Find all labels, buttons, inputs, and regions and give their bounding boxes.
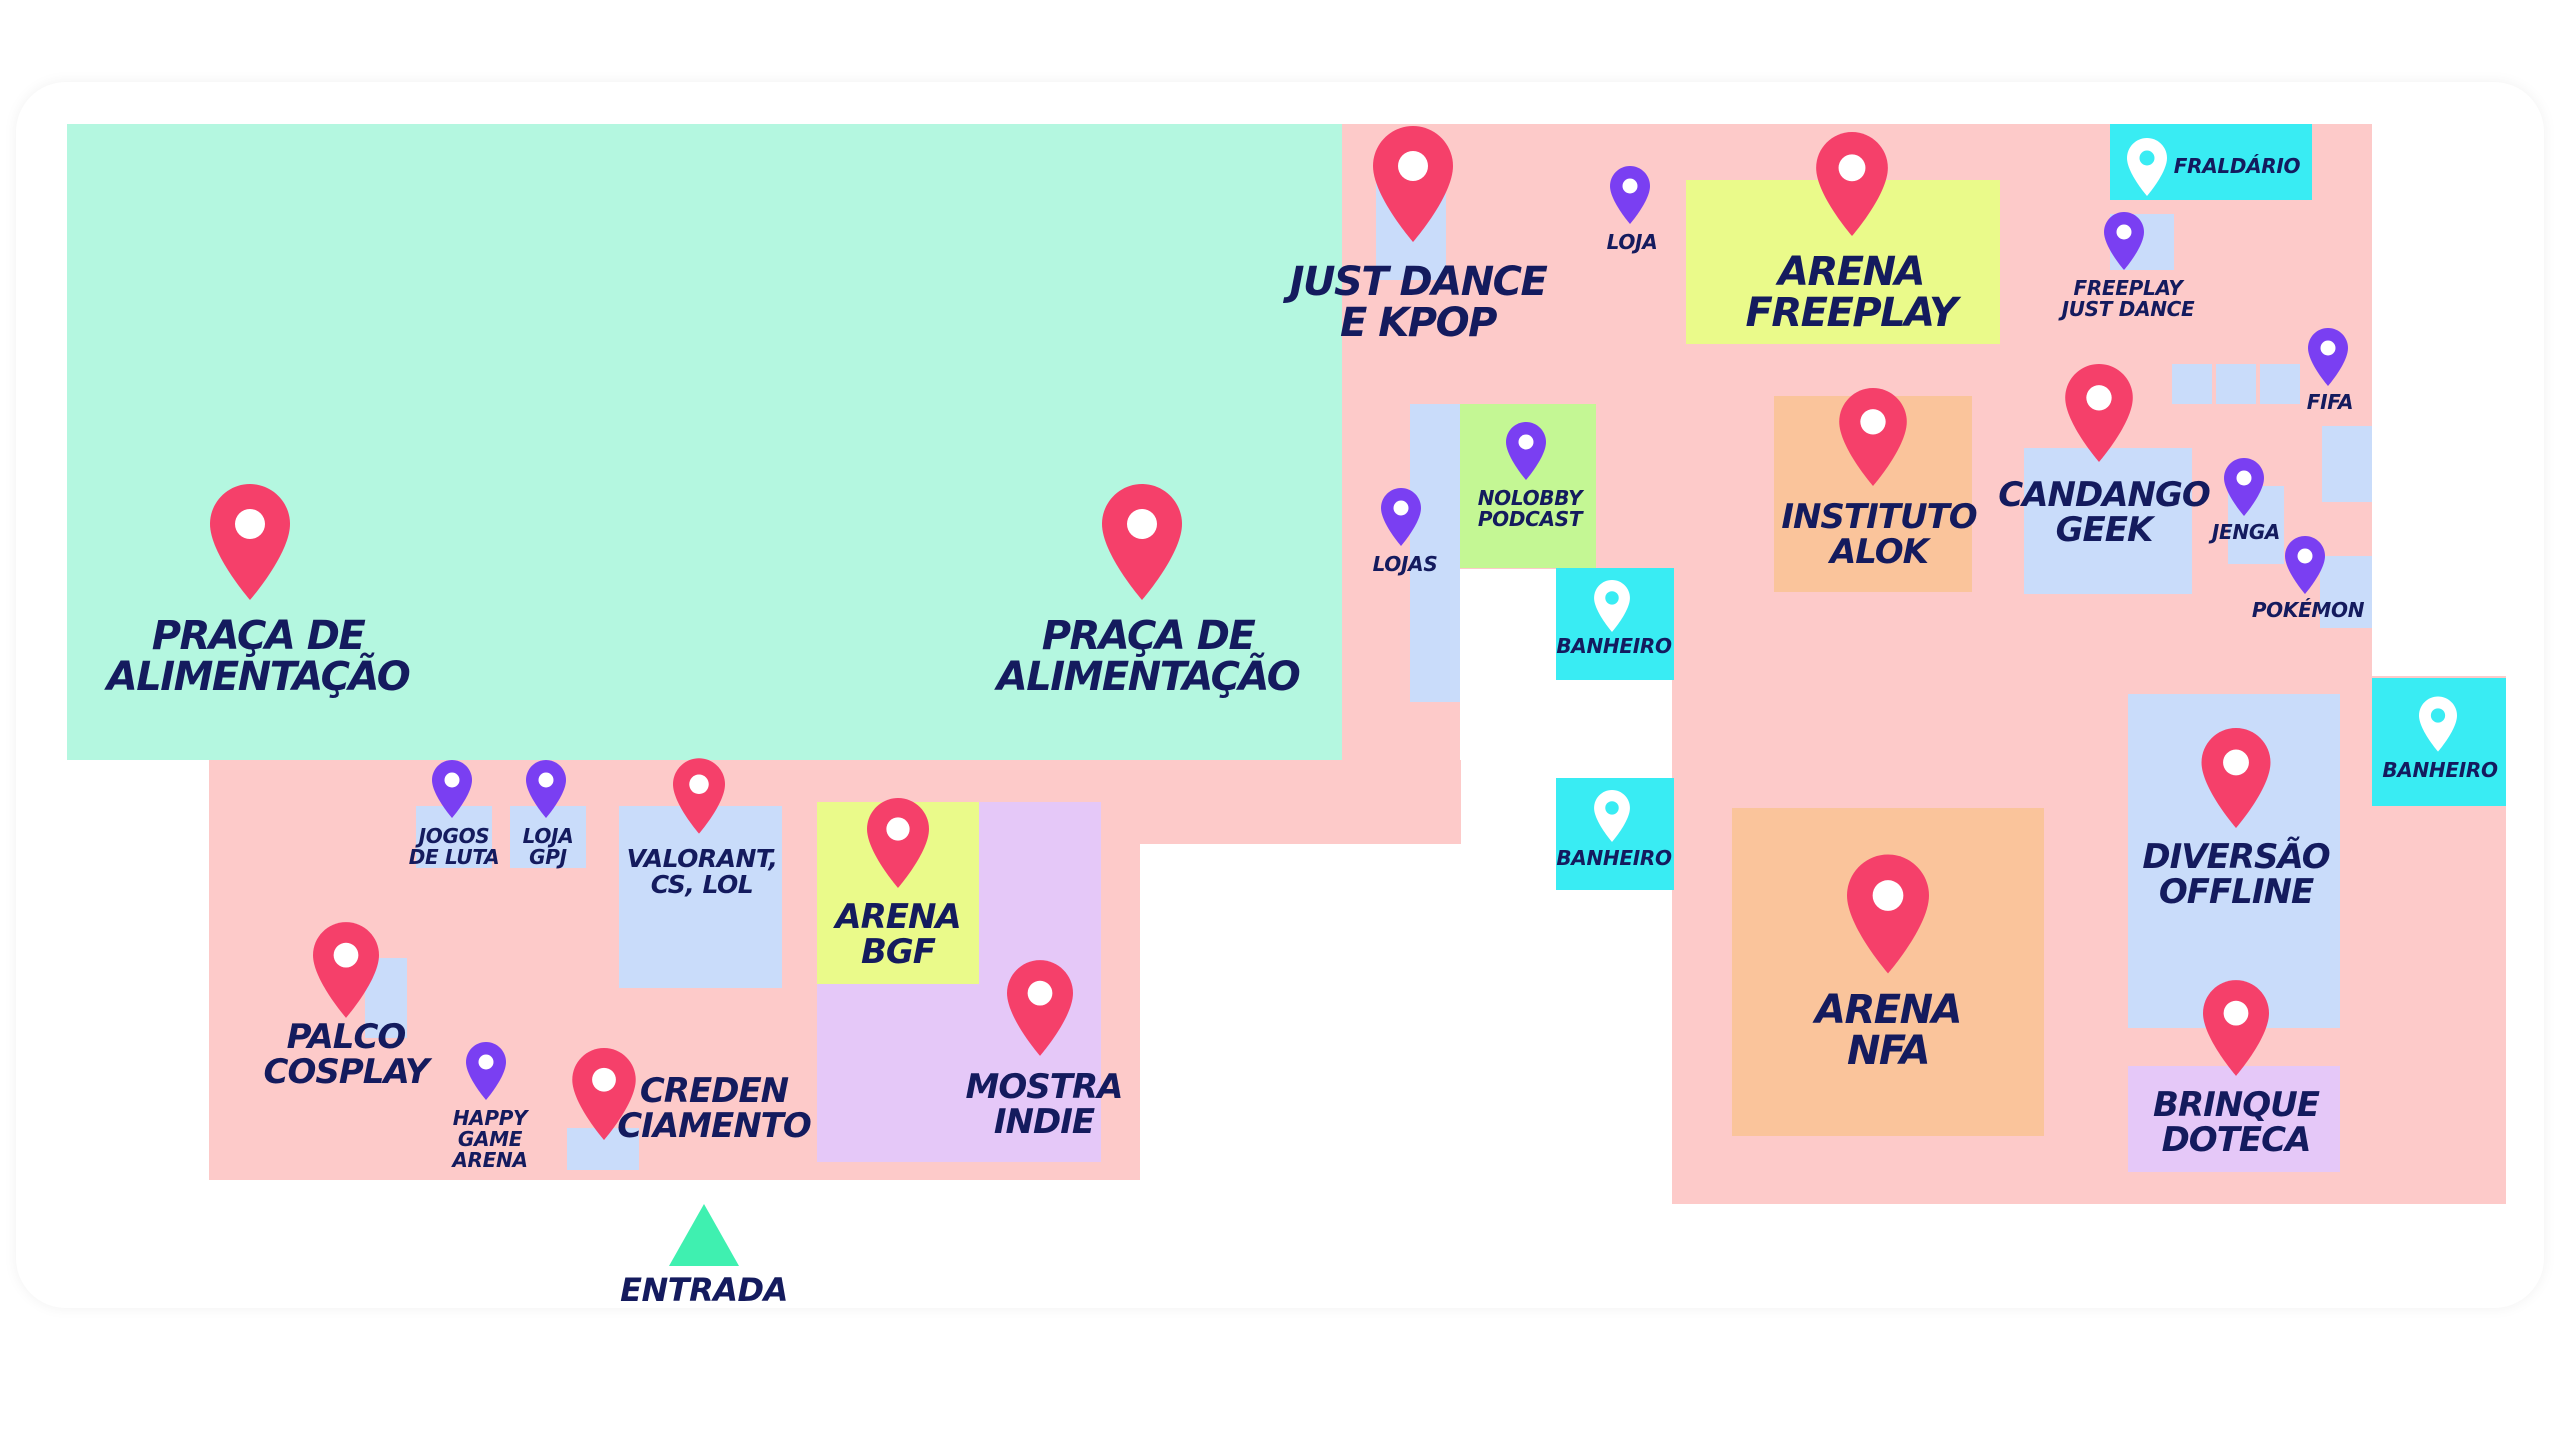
label-arena-bgf: ARENA BGF (835, 897, 961, 972)
map-pin-arena-freeplay[interactable] (1816, 132, 1888, 236)
entrance-arrow-icon (669, 1204, 739, 1266)
label-pokemon: POKÉMON (2251, 598, 2365, 622)
label-banheiro-3: BANHEIRO (2382, 758, 2498, 782)
booth-small (2216, 364, 2256, 404)
map-pin-instituto-alok[interactable] (1839, 388, 1907, 486)
map-pin-lojas[interactable] (1381, 488, 1421, 546)
label-valorant: VALORANT, CS, LOL (626, 844, 778, 899)
map-pin-justdance[interactable] (1373, 126, 1453, 242)
map-pin-arena-bgf[interactable] (867, 798, 929, 888)
map-pin-nolobby[interactable] (1506, 422, 1546, 480)
booth-small (2260, 364, 2300, 404)
map-pin-pokemon[interactable] (2285, 536, 2325, 594)
area-brinquedoteca (2128, 1066, 2340, 1172)
area-candango-geek (2024, 448, 2192, 594)
map-pin-banheiro-3[interactable] (2419, 696, 2457, 752)
map-pin-banheiro-2[interactable] (1594, 790, 1630, 842)
label-arena-nfa: ARENA NFA (1814, 987, 1963, 1074)
map-pin-jenga[interactable] (2224, 458, 2264, 516)
map-pin-arena-nfa[interactable] (1847, 854, 1929, 974)
map-pin-praca-1[interactable] (210, 484, 290, 600)
label-palco-cosplay: PALCO COSPLAY (263, 1017, 430, 1092)
label-mostra-indie: MOSTRA INDIE (965, 1067, 1124, 1142)
label-happy-game: HAPPY GAME ARENA (452, 1106, 528, 1172)
map-pin-fifa[interactable] (2308, 328, 2348, 386)
label-lojas: LOJAS (1372, 552, 1438, 576)
map-pin-happy-game[interactable] (466, 1042, 506, 1100)
label-justdance: JUST DANCE E KPOP (1289, 259, 1548, 346)
label-banheiro-1: BANHEIRO (1556, 634, 1672, 658)
map-pin-palco-cosplay[interactable] (313, 922, 379, 1018)
venue-floor-mid (1140, 760, 1461, 844)
food-court-area (67, 124, 1342, 760)
map-pin-diversao[interactable] (2201, 728, 2271, 828)
label-banheiro-2: BANHEIRO (1556, 846, 1672, 870)
map-pin-freeplay-jd[interactable] (2104, 212, 2144, 270)
booth-pokemon (2320, 556, 2372, 628)
map-pin-valorant[interactable] (673, 758, 725, 834)
map-pin-jogos-luta[interactable] (432, 760, 472, 818)
label-diversao: DIVERSÃO OFFLINE (2142, 837, 2330, 912)
booth-lojas (1410, 404, 1460, 702)
label-fifa: FIFA (2306, 390, 2354, 414)
map-pin-candango[interactable] (2065, 364, 2133, 462)
booth-jogos-luta (416, 806, 492, 868)
label-brinquedoteca: BRINQUE DOTECA (2153, 1085, 2320, 1160)
map-pin-loja[interactable] (1610, 166, 1650, 224)
booth-small (2172, 364, 2212, 404)
label-entrada: ENTRADA (620, 1271, 788, 1309)
booth-loja-gpj (510, 806, 586, 868)
label-jogos-luta: JOGOS DE LUTA (408, 824, 500, 869)
label-fraldario: FRALDÁRIO (2173, 154, 2301, 178)
map-pin-fraldario[interactable] (2127, 138, 2167, 196)
label-loja: LOJA (1606, 230, 1658, 254)
label-jenga: JENGA (2211, 520, 2281, 544)
booth-fifa-side (2322, 426, 2372, 502)
map-pin-banheiro-1[interactable] (1594, 580, 1630, 632)
label-candango: CANDANGO GEEK (1998, 475, 2211, 550)
label-arena-freeplay: ARENA FREEPLAY (1745, 249, 1958, 336)
map-pin-brinquedoteca[interactable] (2203, 980, 2269, 1076)
label-instituto-alok: INSTITUTO ALOK (1781, 497, 1977, 572)
label-nolobby: NOLOBBY PODCAST (1477, 486, 1583, 531)
label-praca-2: PRAÇA DE ALIMENTAÇÃO (996, 613, 1301, 700)
map-pin-credenciamento[interactable] (572, 1048, 636, 1140)
map-pin-praca-2[interactable] (1102, 484, 1182, 600)
label-freeplay-jd: FREEPLAY JUST DANCE (2061, 276, 2195, 321)
label-praca-1: PRAÇA DE ALIMENTAÇÃO (106, 613, 411, 700)
area-valorant (619, 806, 782, 988)
label-credenciamento: CREDEN CIAMENTO (617, 1071, 812, 1146)
label-loja-gpj: LOJA GPJ (522, 824, 574, 869)
map-pin-loja-gpj[interactable] (526, 760, 566, 818)
map-pin-mostra-indie[interactable] (1007, 960, 1073, 1056)
